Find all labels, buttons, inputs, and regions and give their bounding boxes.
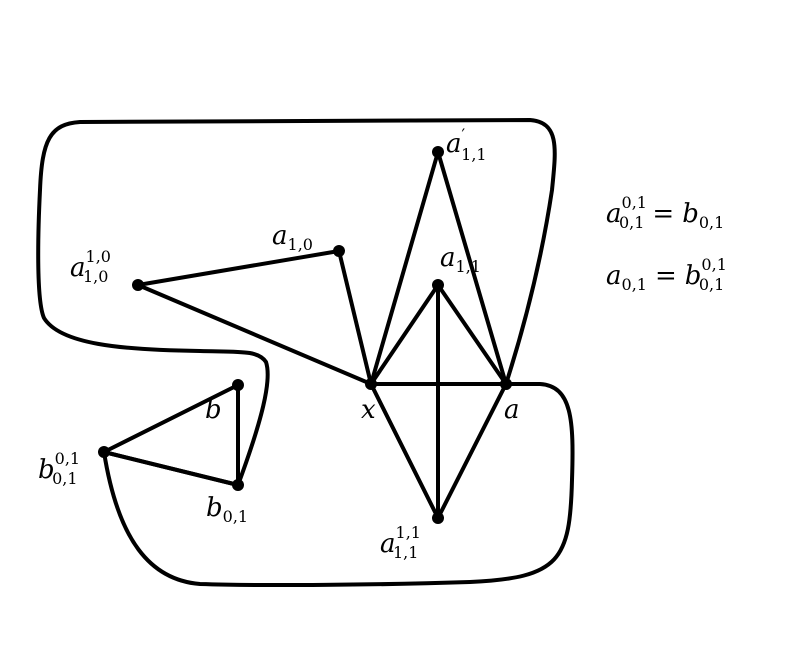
edge-b01sup-b01 xyxy=(102,450,240,487)
label-a11-prime: a′1,1 xyxy=(446,125,487,164)
edge-a10sup-a10 xyxy=(136,249,341,287)
node-x xyxy=(365,378,377,390)
edge-a-a11sup xyxy=(436,382,508,520)
node-a11prime xyxy=(432,146,444,158)
edge-a11-a xyxy=(436,283,508,386)
edge-x-a11sup xyxy=(369,382,440,520)
label-b01: b0,1 xyxy=(206,493,248,526)
label-a10: a1,0 xyxy=(272,221,313,254)
label-b: b xyxy=(205,395,222,425)
node-b01sup xyxy=(98,446,110,458)
edge-x-a11prime xyxy=(369,150,440,386)
node-a10sup xyxy=(132,279,144,291)
edge-a11prime-a xyxy=(436,150,508,386)
label-a11: a1,1 xyxy=(440,243,481,276)
region-boundary xyxy=(36,118,575,588)
node-b xyxy=(232,379,244,391)
node-b01 xyxy=(232,479,244,491)
node-a11 xyxy=(432,279,444,291)
label-a: a xyxy=(504,395,520,425)
label-x: x xyxy=(361,395,376,425)
edge-a10sup-x xyxy=(136,283,373,386)
edge-x-a11 xyxy=(369,283,440,386)
node-a xyxy=(500,378,512,390)
node-a10 xyxy=(333,245,345,257)
node-a11sup xyxy=(432,512,444,524)
edge-b01sup-b xyxy=(102,383,240,454)
edge-a10-x xyxy=(337,249,373,386)
